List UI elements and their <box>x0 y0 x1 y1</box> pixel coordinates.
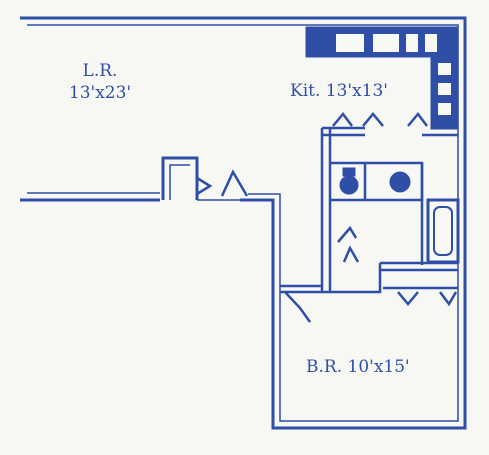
outer-wall <box>20 16 467 430</box>
kitchen-dims: 13'x13' <box>325 81 388 101</box>
kitchen-name: Kit. <box>290 81 321 101</box>
living-room-dims: 13'x23' <box>68 83 132 103</box>
bathtub <box>426 198 460 264</box>
kitchen-label: Kit. 13'x13' <box>290 80 388 102</box>
outer-wall-inner-line <box>27 24 459 422</box>
closet <box>161 156 249 201</box>
door-swings <box>284 111 458 323</box>
living-room-label: L.R. 13'x23' <box>40 60 160 104</box>
living-room-name: L.R. <box>82 61 118 81</box>
interior-walls <box>280 126 458 294</box>
kitchen-cabinets <box>305 26 459 130</box>
bedroom-dims: 10'x15' <box>347 357 410 377</box>
bathroom-fixtures <box>339 167 411 195</box>
bedroom-label: B.R. 10'x15' <box>306 356 410 378</box>
bedroom-name: B.R. <box>306 357 343 377</box>
